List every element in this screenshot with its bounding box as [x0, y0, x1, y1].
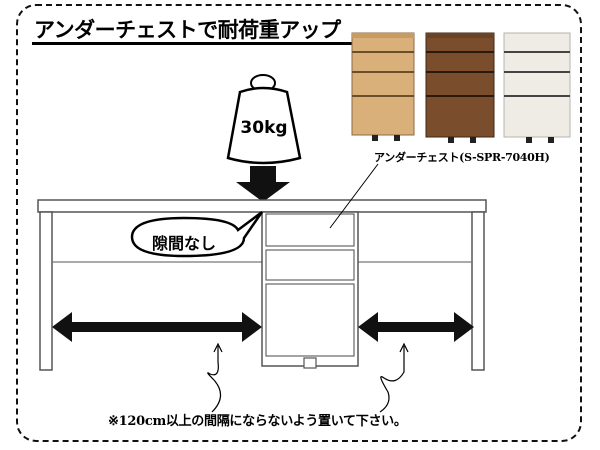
dashed-border-frame	[16, 4, 582, 442]
span-arrow-left-icon	[52, 312, 262, 342]
gap-label: 隙間なし	[151, 234, 216, 253]
chest-white-image	[503, 32, 571, 143]
heading-underline	[32, 42, 360, 45]
pointer-curve-right	[379, 346, 405, 413]
callout-bubble	[130, 211, 264, 258]
product-caption: アンダーチェスト(S-SPR-7040H)	[374, 151, 550, 164]
chest-natural-image	[351, 32, 415, 141]
heading: アンダーチェストで耐荷重アップ	[34, 18, 341, 42]
leader-line	[329, 163, 379, 229]
pointer-curve-left-arrowhead	[213, 342, 223, 353]
weight-icon	[226, 74, 302, 165]
desk-illustration	[37, 199, 487, 371]
pointer-curve-left	[207, 346, 222, 413]
chest-walnut-image	[425, 32, 495, 143]
pointer-curve-right-arrowhead	[399, 342, 409, 353]
spacing-note: ※120cm以上の間隔にならないよう置いて下さい。	[108, 414, 407, 429]
down-arrow-icon	[236, 166, 290, 202]
span-arrow-right-icon	[358, 312, 474, 342]
under-chest-illustration	[261, 211, 359, 369]
weight-label: 30kg	[240, 118, 288, 138]
